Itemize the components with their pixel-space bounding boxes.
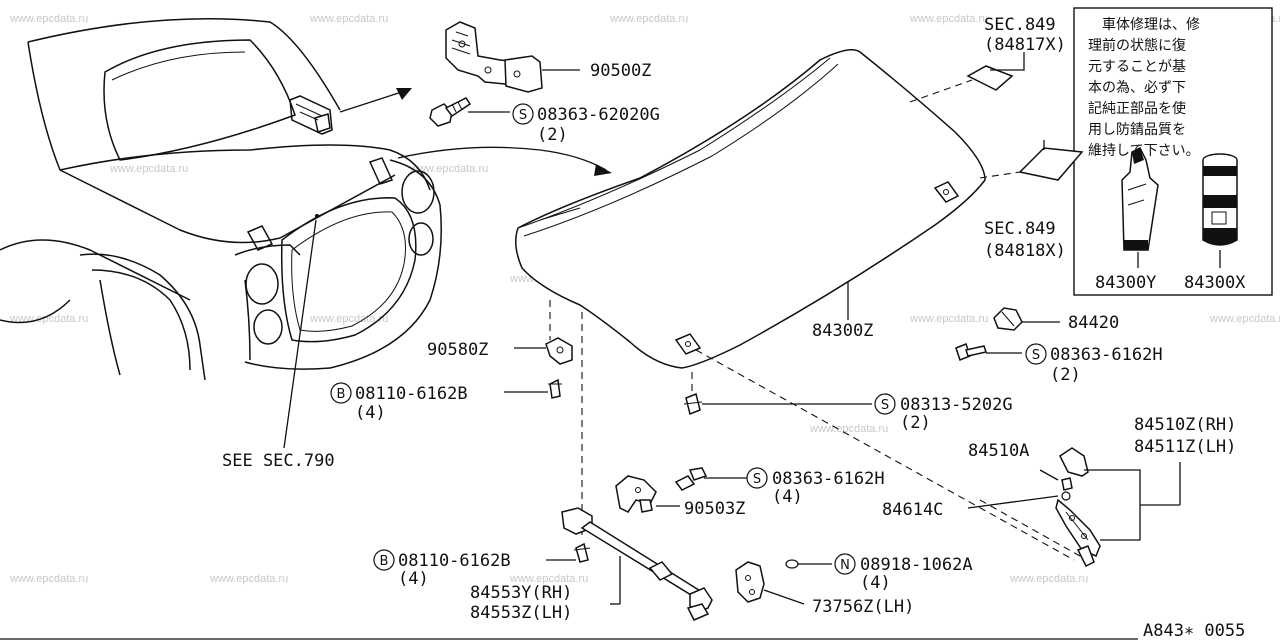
label-bracket-lh: 73756Z(LH) — [812, 597, 914, 617]
label-sealer-can: 84300X — [1184, 273, 1246, 293]
label-hinge-bolt-qty: (2) — [537, 125, 568, 145]
watermark: www.epcdata.ru — [209, 573, 288, 585]
marker-s: S — [746, 467, 768, 489]
marker-b: B — [330, 382, 352, 404]
bumper-bolt — [955, 343, 987, 361]
label-clip-bolt: 08110-6162B — [355, 384, 468, 404]
label-stay-bracket: 84510A — [968, 441, 1029, 461]
label-stay-bolt: 08363-6162H — [772, 469, 885, 489]
label-lock-bracket: 90503Z — [684, 499, 745, 519]
label-hood: 84300Z — [812, 321, 873, 341]
hood-mount-bolt — [683, 392, 703, 416]
label-rod-lh: 84553Z(LH) — [470, 603, 572, 623]
rod-bolt — [573, 542, 591, 563]
svg-text:N: N — [840, 558, 850, 573]
reference-arrows — [339, 88, 612, 176]
label-stay-clip: 84614C — [882, 500, 943, 520]
label-stay-bolt-qty: (4) — [772, 487, 803, 507]
insulator-pad-mid — [1018, 147, 1084, 181]
watermark: www.epcdata.ru — [1209, 313, 1280, 325]
notice-box: 車体修理は、修 理前の状態に復 元することが基 本の為、必ず下 記純正部品を使 … — [1073, 7, 1273, 296]
hood-hinge — [445, 21, 543, 93]
clip-bolt — [548, 378, 562, 399]
hood-bumper — [993, 307, 1023, 331]
svg-text:B: B — [380, 554, 389, 569]
label-stay-rh: 84510Z(RH) — [1134, 415, 1236, 435]
notice-line: 記純正部品を使 — [1088, 100, 1186, 117]
label-hinge-bolt: 08363-62020G — [537, 105, 660, 125]
svg-text:S: S — [753, 472, 761, 487]
label-see-sec: SEE SEC.790 — [222, 451, 335, 471]
label-clip-bolt-qty: (4) — [355, 403, 386, 423]
label-nut: 08918-1062A — [860, 555, 973, 575]
notice-line: 維持して下さい。 — [1088, 143, 1200, 159]
notice-line: 車体修理は、修 — [1102, 16, 1200, 33]
label-rod-bolt-qty: (4) — [398, 569, 429, 589]
nut — [785, 559, 799, 569]
watermark: www.epcdata.ru — [309, 13, 388, 25]
label-sec849-mid-ref: (84818X) — [984, 241, 1066, 261]
label-bumper: 84420 — [1068, 313, 1119, 333]
svg-text:S: S — [519, 108, 527, 123]
lock-bracket — [615, 475, 657, 513]
car-front-illustration — [0, 18, 442, 381]
stay-bolt — [674, 467, 708, 491]
label-hood-bolt-qty: (2) — [900, 413, 931, 433]
hood-stay-assembly — [1055, 447, 1101, 568]
notice-line: 用し防錆品質を — [1088, 121, 1186, 138]
sealer-can-icon — [1202, 153, 1238, 246]
notice-line: 元することが基 — [1088, 58, 1186, 75]
notice-line: 本の為、必ず下 — [1088, 80, 1186, 96]
notice-line: 理前の状態に復 — [1088, 37, 1186, 54]
label-nut-qty: (4) — [860, 573, 891, 593]
svg-text:S: S — [881, 398, 889, 413]
watermark: www.epcdata.ru — [109, 163, 188, 175]
label-sec849-top: SEC.849 — [984, 15, 1056, 35]
marker-s: S — [874, 393, 896, 415]
diagram-code: A843∗ 0055 — [1143, 621, 1245, 640]
watermark: www.epcdata.ru — [909, 313, 988, 325]
label-stay-lh: 84511Z(LH) — [1134, 437, 1236, 457]
watermark: www.epcdata.ru — [9, 13, 88, 25]
svg-text:S: S — [1032, 348, 1040, 363]
hinge-bolt — [429, 97, 472, 127]
watermark: www.epcdata.ru — [809, 423, 888, 435]
watermark: www.epcdata.ru — [1009, 573, 1088, 585]
label-hood-bolt: 08313-5202G — [900, 395, 1013, 415]
label-sec849-mid: SEC.849 — [984, 219, 1056, 239]
hood-panel — [515, 49, 986, 369]
watermark: www.epcdata.ru — [509, 573, 588, 585]
support-rod — [561, 507, 713, 621]
label-sec849-top-ref: (84817X) — [984, 35, 1066, 55]
label-rod-bolt: 08110-6162B — [398, 551, 511, 571]
rod-bracket-lh — [735, 561, 765, 603]
label-bumper-bolt: 08363-6162H — [1050, 345, 1163, 365]
watermark: www.epcdata.ru — [9, 573, 88, 585]
watermark: www.epcdata.ru — [409, 163, 488, 175]
svg-text:B: B — [337, 387, 346, 402]
label-rod-rh: 84553Y(RH) — [470, 583, 572, 603]
insulator-pad-top — [966, 65, 1014, 91]
label-hinge: 90500Z — [590, 61, 651, 81]
watermark: www.epcdata.ru — [909, 13, 988, 25]
label-sealer-tube: 84300Y — [1095, 273, 1156, 293]
label-bumper-bolt-qty: (2) — [1050, 365, 1081, 385]
watermark: www.epcdata.ru — [309, 313, 388, 325]
watermark: www.epcdata.ru — [609, 13, 688, 25]
prop-clip — [545, 337, 573, 365]
callout-markers: S S B S S B N — [330, 103, 1047, 575]
marker-n: N — [834, 553, 856, 575]
marker-b: B — [373, 549, 395, 571]
marker-s: S — [1025, 343, 1047, 365]
label-prop-clip: 90580Z — [427, 340, 488, 360]
marker-s: S — [512, 103, 534, 125]
sealer-tube-icon — [1121, 146, 1159, 251]
callout-labels: SEC.849 (84817X) 90500Z 08363-62020G (2)… — [222, 15, 1246, 640]
